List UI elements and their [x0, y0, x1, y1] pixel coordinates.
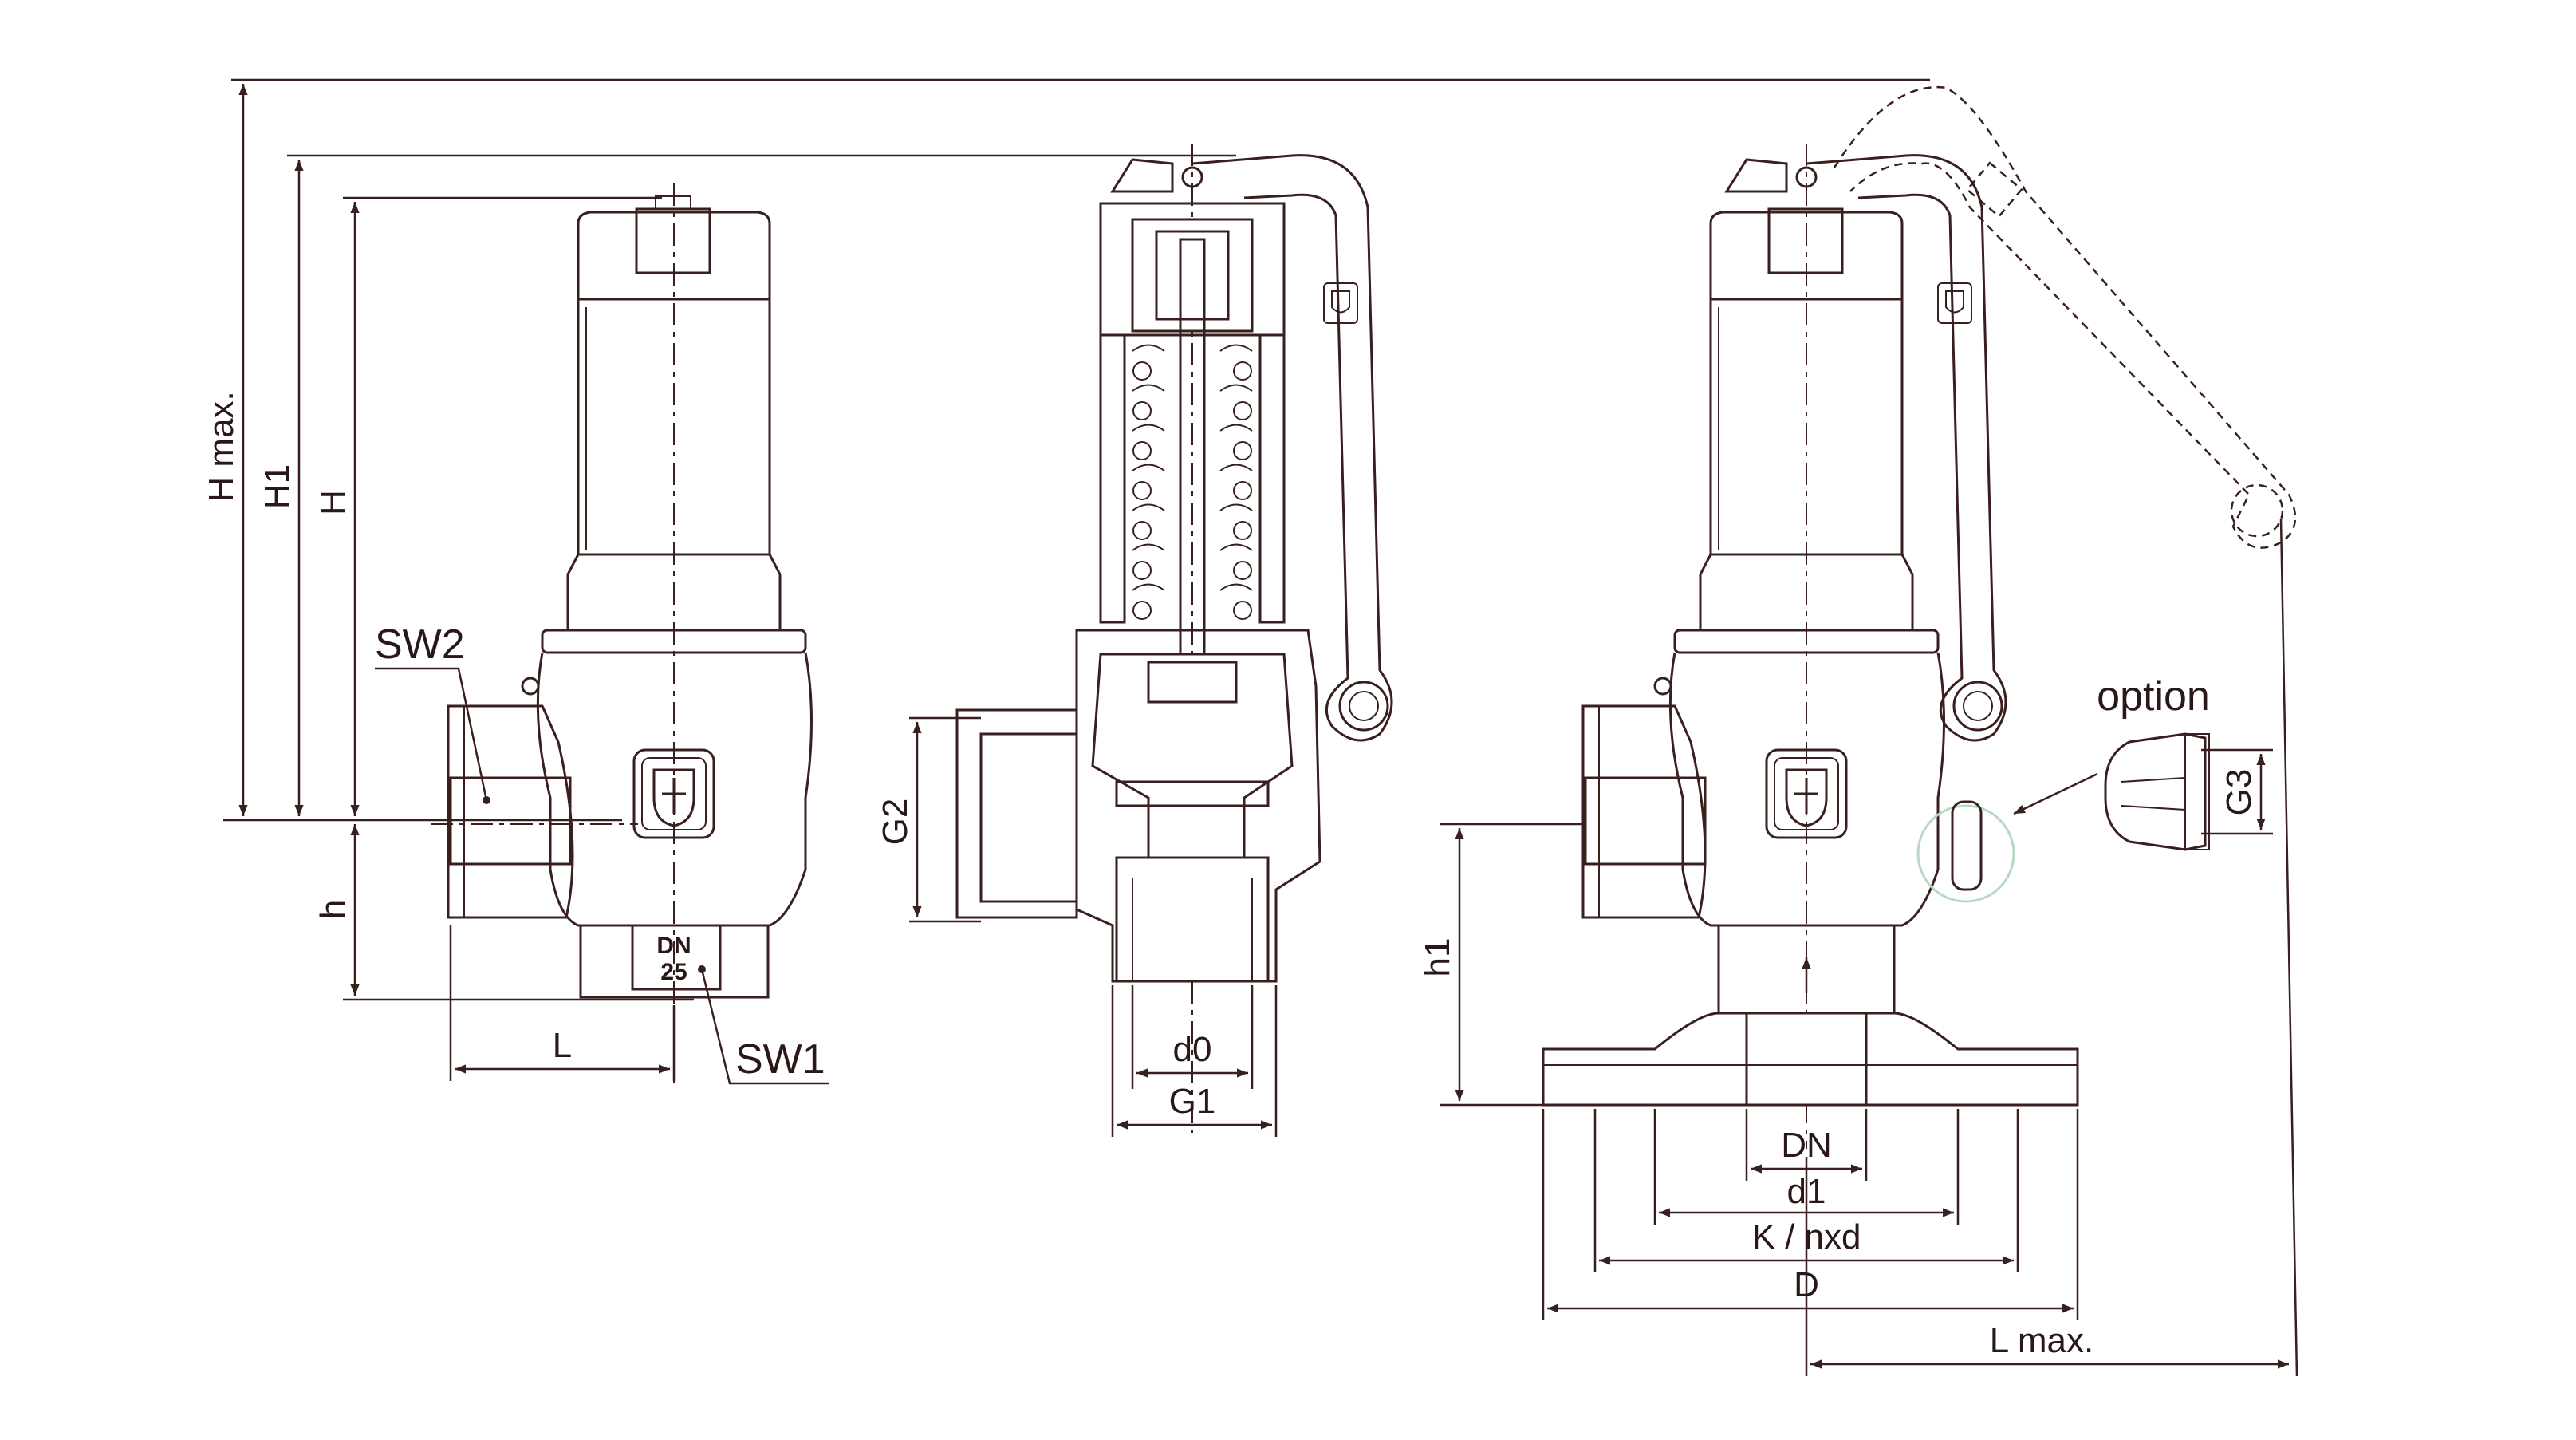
middle-valve-section	[955, 144, 1393, 1133]
d0-label: d0	[1173, 1030, 1212, 1069]
g2-dimension	[909, 716, 981, 923]
d0-g1-dimensions	[1111, 985, 1278, 1137]
h1-right-dimension	[1440, 823, 1583, 1107]
h1-right-label: h1	[1418, 938, 1457, 977]
k-nxd-label: K / nxd	[1752, 1217, 1861, 1257]
h-label: H	[313, 490, 353, 515]
h-max-label: H max.	[202, 391, 241, 502]
left-valve-view	[431, 183, 813, 1085]
l-dimension	[449, 925, 676, 1081]
h-small-label: h	[313, 900, 353, 919]
d-label: D	[1794, 1265, 1819, 1304]
option-label: option	[2097, 673, 2210, 720]
d1-label: d1	[1787, 1172, 1826, 1211]
sw2-label: SW2	[375, 621, 465, 668]
flange-dimensions	[1542, 518, 2298, 1377]
dn25-line2: 25	[660, 959, 687, 985]
h1-label: H1	[258, 464, 297, 509]
dn25-line1: DN	[656, 933, 691, 959]
overall-dimensions	[223, 78, 1930, 1001]
spring	[1132, 344, 1253, 620]
option-detail	[2013, 732, 2273, 851]
g1-label: G1	[1169, 1082, 1216, 1121]
right-valve-view	[1542, 85, 2297, 1149]
sw1-label: SW1	[735, 1036, 825, 1083]
g2-label: G2	[876, 799, 915, 846]
l-max-label: L max.	[1990, 1321, 2093, 1360]
dn-label: DN	[1781, 1126, 1832, 1165]
l-label: L	[553, 1026, 572, 1065]
g3-label: G3	[2220, 769, 2259, 816]
